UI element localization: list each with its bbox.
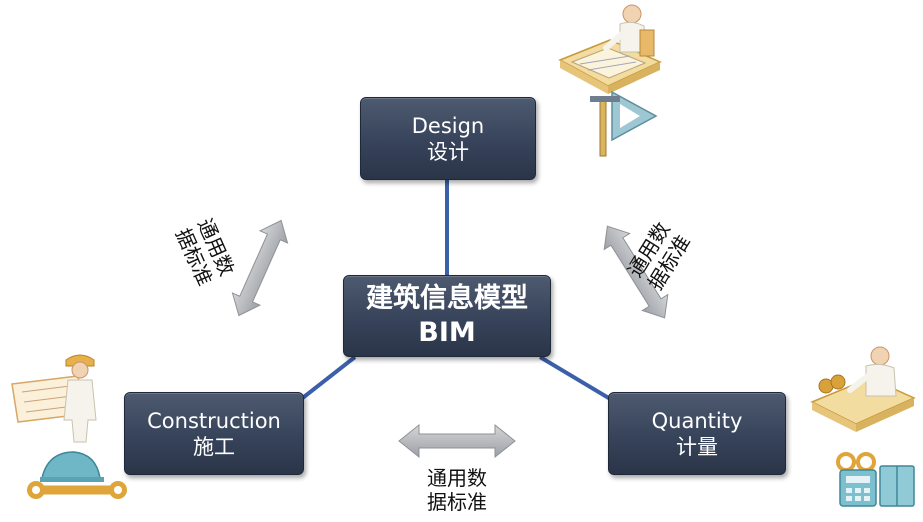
bottom-exchange-label: 通用数 据标准 xyxy=(412,466,502,514)
design-node-label-zh: 设计 xyxy=(427,139,469,164)
design-node-label-en: Design xyxy=(411,113,485,138)
design-node: Design 设计 xyxy=(360,97,536,180)
bottom-exchange-label-line1: 通用数 xyxy=(427,466,487,490)
left-exchange-arrow xyxy=(231,219,289,317)
calculator-glasses-icon xyxy=(836,452,915,507)
connector-bim-construction xyxy=(298,355,357,402)
drafter-at-desk-icon xyxy=(558,4,662,94)
quantity-node-label-zh: 计量 xyxy=(676,434,718,459)
construction-node-label-en: Construction xyxy=(147,408,281,433)
construction-node-label-zh: 施工 xyxy=(193,434,235,459)
bim-node-label-zh: 建筑信息模型 xyxy=(366,283,528,314)
hardhat-wrench-icon xyxy=(27,451,127,499)
quantity-node-label-en: Quantity xyxy=(651,408,743,433)
quantity-node: Quantity 计量 xyxy=(608,392,786,475)
bim-center-node: 建筑信息模型 BIM xyxy=(343,275,551,357)
connector-bim-quantity xyxy=(538,355,614,402)
bim-node-label-en: BIM xyxy=(418,317,476,348)
bottom-exchange-label-line2: 据标准 xyxy=(427,490,487,514)
worker-with-blueprint-icon xyxy=(11,354,97,443)
bottom-exchange-arrow xyxy=(398,423,516,459)
right-exchange-arrow xyxy=(603,225,669,319)
drafting-tools-icon xyxy=(590,90,658,157)
construction-node: Construction 施工 xyxy=(124,392,304,475)
